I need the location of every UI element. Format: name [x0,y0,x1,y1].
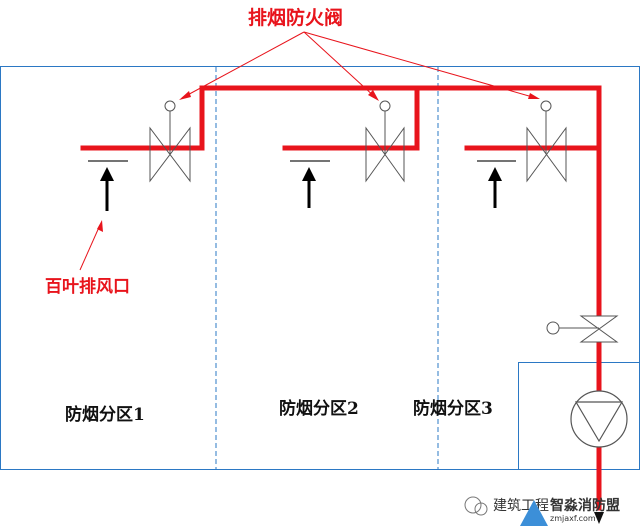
leader-arrowhead [97,220,103,232]
callout-leaders [79,31,540,271]
watermark-right-text: 智淼消防 [549,497,606,514]
bowtie-valve-icon [149,126,191,183]
damper-zone2 [365,100,405,183]
circle-actuator-icon [379,100,391,112]
airflow-arrow-icon [302,167,316,181]
damper-zone1 [149,100,191,183]
bowtie-valve-icon [579,315,619,343]
watermark-left-text: 建筑工程 [493,498,549,514]
watermark-url: zmjaxf.com [550,514,596,523]
watermark: 建筑工程 智淼消防 盟 zmjaxf.com [464,496,620,526]
damper-callout-label: 排烟防火阀 [248,6,343,29]
leader-damper-3 [303,31,537,99]
airflow-arrow-icon [488,167,502,181]
fan-triangle-icon [574,401,624,443]
leader-arrowhead [368,90,379,101]
leader-arrowhead [179,91,191,100]
louver-vent-zone2 [290,160,330,208]
louver-vent-zone3 [477,160,516,208]
bowtie-valve-icon [526,126,567,183]
damper-zone3 [526,100,567,183]
zone-2-label: 防烟分区2 [279,398,359,419]
watermark-logo-icon [520,500,548,526]
zone-3-label: 防烟分区3 [413,398,493,419]
leader-damper-1 [181,31,305,99]
circle-actuator-icon [546,321,560,335]
watermark-right-glyph: 盟 [606,498,620,514]
wechat-logo-icon [474,502,488,516]
louver-callout-label: 百叶排风口 [45,276,130,297]
damper-riser [546,315,619,343]
fan-casing [570,390,628,448]
louver-vent-zone1 [88,160,128,211]
circle-actuator-icon [164,100,176,112]
wechat-logo-icon [464,496,482,514]
outlet-arrow-icon [594,512,604,524]
bowtie-valve-icon [365,126,405,183]
zone-1-label: 防烟分区1 [65,404,145,425]
leader-damper-2 [303,31,377,99]
circle-actuator-icon [540,100,552,112]
airflow-arrow-icon [100,167,114,181]
leader-louver [79,224,101,271]
exhaust-duct-network [80,85,602,511]
exhaust-fan [570,390,628,448]
leader-arrowhead [528,93,540,99]
